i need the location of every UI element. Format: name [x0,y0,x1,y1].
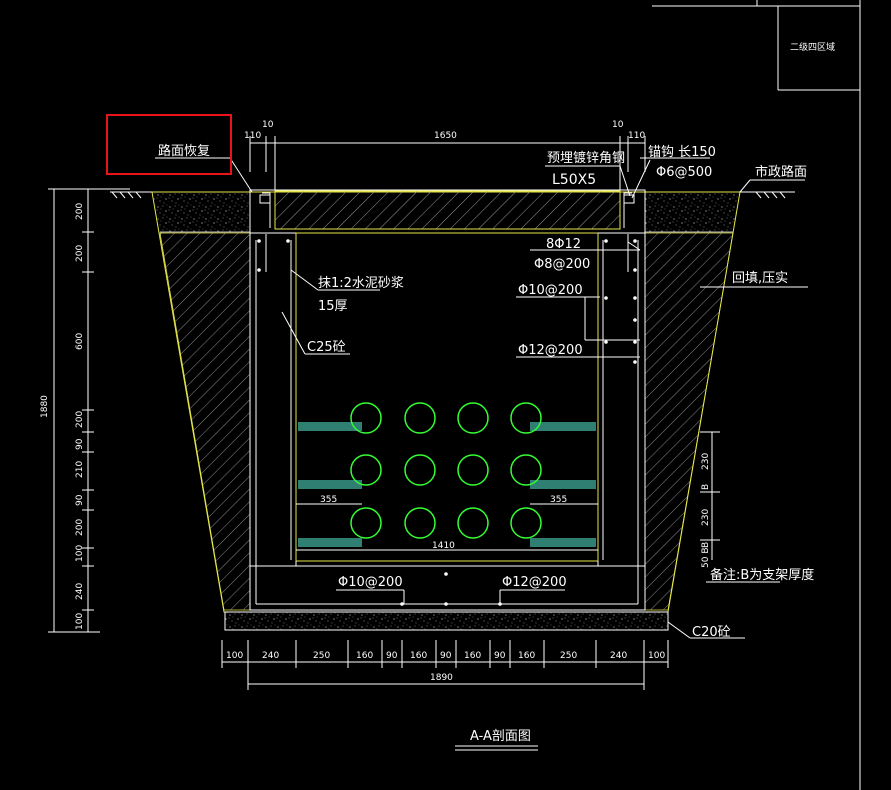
c20-base-slab [224,611,669,631]
dim-bottom-11: 240 [610,651,627,661]
dim-top-10-left: 10 [262,120,274,130]
label-angle-steel-1: 预埋镀锌角钢 [547,150,625,166]
dim-bottom-1: 240 [262,651,279,661]
dim-left-9: 240 [75,583,85,600]
road-pavement-right [645,193,739,232]
dim-left-7: 200 [75,519,85,536]
dim-top-10-right: 10 [612,120,624,130]
label-rebar-bot-1: Φ10@200 [338,575,403,590]
dim-inner-right: 355 [550,495,567,505]
dim-bottom-8: 90 [494,651,506,661]
dim-bottom-5: 160 [410,651,427,661]
dim-inner-left: 355 [320,495,337,505]
dim-right-230-a: 230 [701,453,711,470]
label-mortar-1: 抹1:2水泥砂浆 [318,276,404,291]
left-dimensions [48,188,130,633]
dim-left-2: 600 [75,333,85,350]
dim-bottom-6: 90 [440,651,452,661]
label-rebar-top-1: 8Φ12 [546,237,581,252]
inner-dimensions [296,503,598,551]
dim-inner-width: 1410 [432,541,455,551]
dim-left-8: 100 [75,545,85,562]
dim-right-230-b: 230 [701,509,711,526]
dim-left-1: 200 [75,245,85,262]
dim-left-6: 90 [75,494,85,506]
label-anchor-2: Φ6@500 [656,165,712,180]
cover-slab [274,190,621,230]
dim-bottom-12: 100 [648,651,665,661]
label-road-restore: 路面恢复 [158,143,210,159]
label-rebar-bot-2: Φ12@200 [502,575,567,590]
label-angle-steel-2: L50X5 [552,172,596,188]
leader-lines [155,157,808,639]
top-dimensions [249,136,646,190]
dim-bottom-total: 1890 [430,673,453,683]
dim-left-10: 100 [75,613,85,630]
right-dimensions [700,431,720,560]
dim-bottom-9: 160 [518,651,535,661]
conduits [350,402,542,539]
dim-right-b-2: B [701,542,711,548]
label-backfill: 回填,压实 [732,271,788,286]
trench-walls [249,189,646,611]
label-concrete-c25: C25砼 [307,340,346,355]
dim-right-b-1: B [701,484,711,490]
backfill-right [644,232,734,611]
dim-bottom-3: 160 [356,651,373,661]
dim-top-1650: 1650 [434,131,457,141]
label-municipal-road: 市政路面 [755,164,807,180]
dim-right-50-b: 50 B [701,548,711,569]
dim-left-0: 200 [75,203,85,220]
label-anchor-1: 锚钩 长150 [648,145,716,160]
road-pavement-left [153,193,250,232]
label-note-b: 备注:B为支架厚度 [710,567,814,583]
road-restore-highlight-box [106,114,232,175]
dim-left-3: 200 [75,411,85,428]
label-concrete-c20: C20砼 [692,625,731,640]
dim-bottom-2: 250 [313,651,330,661]
title-block-label: 二级四区域 [790,41,835,53]
dim-left-total: 1880 [40,395,50,418]
dim-left-5: 210 [75,461,85,478]
dim-bottom-0: 100 [226,651,243,661]
section-title: A-A剖面图 [470,729,531,744]
label-mortar-2: 15厚 [318,299,348,314]
label-rebar-mid-1: Φ10@200 [518,283,583,298]
bottom-dimensions [221,640,669,690]
dim-bottom-10: 250 [560,651,577,661]
dim-bottom-4: 90 [386,651,398,661]
label-rebar-mid-2: Φ12@200 [518,343,583,358]
dim-left-4: 90 [75,438,85,450]
dim-top-110-left: 110 [244,131,261,141]
backfill-left [159,232,251,611]
cable-brackets [298,422,596,547]
label-rebar-top-2: Φ8@200 [534,257,590,272]
dim-bottom-7: 160 [464,651,481,661]
title-block: 二级四区域 [652,0,861,790]
dim-top-110-right: 110 [628,131,645,141]
